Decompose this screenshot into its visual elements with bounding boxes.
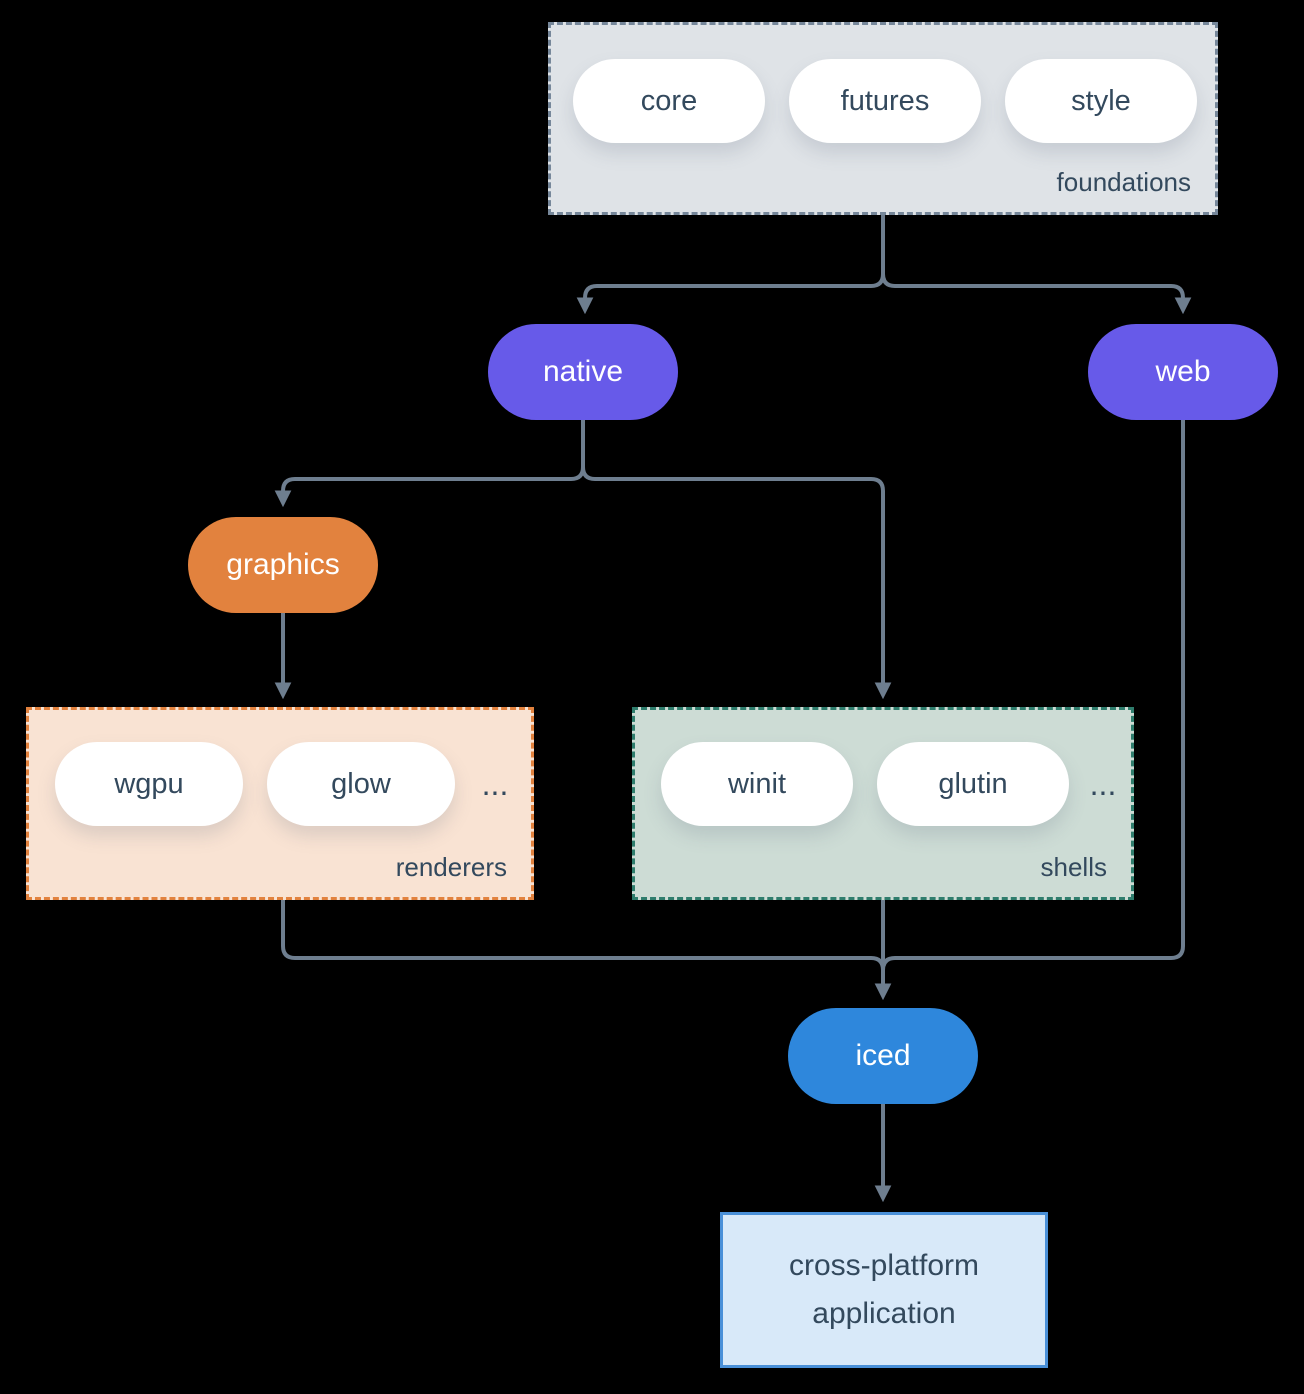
renderers-ellipsis: ... — [481, 765, 509, 802]
application-box: cross-platform application — [720, 1212, 1048, 1368]
crate-core: core — [573, 59, 765, 143]
node-native: native — [488, 324, 678, 420]
edge-foundations-native — [576, 215, 885, 315]
node-iced: iced — [788, 1008, 978, 1104]
renderers-group-label: renderers — [395, 852, 507, 882]
crate-glow: glow — [267, 742, 455, 826]
edge-native-shells — [581, 420, 892, 700]
crate-wgpu-label: wgpu — [114, 767, 184, 800]
shells-ellipsis: ... — [1089, 765, 1117, 802]
edge-native-graphics — [274, 420, 585, 508]
renderers-group: wgpu glow ... renderers — [26, 707, 534, 900]
crate-style-label: style — [1071, 84, 1131, 117]
crate-winit: winit — [661, 742, 853, 826]
foundations-group: core futures style foundations — [548, 22, 1218, 215]
crate-futures: futures — [789, 59, 981, 143]
crate-futures-label: futures — [840, 84, 930, 117]
crate-core-label: core — [640, 84, 698, 117]
node-native-label: native — [542, 355, 624, 388]
node-graphics: graphics — [188, 517, 378, 613]
crate-glutin-label: glutin — [938, 767, 1008, 800]
node-web: web — [1088, 324, 1278, 420]
edge-renderers-junction — [281, 900, 885, 971]
node-graphics-label: graphics — [226, 548, 340, 581]
application-box-label: cross-platform application — [788, 1249, 980, 1330]
node-iced-label: iced — [855, 1039, 911, 1072]
shells-group: winit glutin ... shells — [632, 707, 1134, 900]
crate-winit-label: winit — [727, 767, 786, 800]
edge-foundations-web — [881, 215, 1192, 315]
crate-wgpu: wgpu — [55, 742, 243, 826]
shells-group-label: shells — [1040, 852, 1107, 882]
crate-glow-label: glow — [331, 767, 391, 800]
foundations-group-label: foundations — [1056, 167, 1191, 197]
crate-glutin: glutin — [877, 742, 1069, 826]
node-web-label: web — [1155, 355, 1211, 388]
crate-style: style — [1005, 59, 1197, 143]
